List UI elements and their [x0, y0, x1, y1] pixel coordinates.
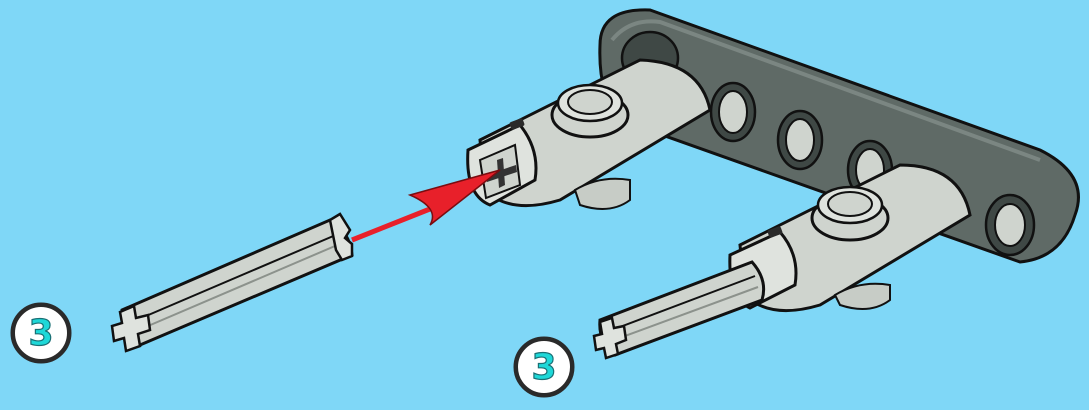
quantity-badge-left-text: 3: [28, 313, 53, 354]
quantity-badge-right: 3: [515, 338, 573, 396]
quantity-badge-right-text: 3: [531, 347, 556, 388]
quantity-badge-left: 3: [12, 304, 70, 362]
